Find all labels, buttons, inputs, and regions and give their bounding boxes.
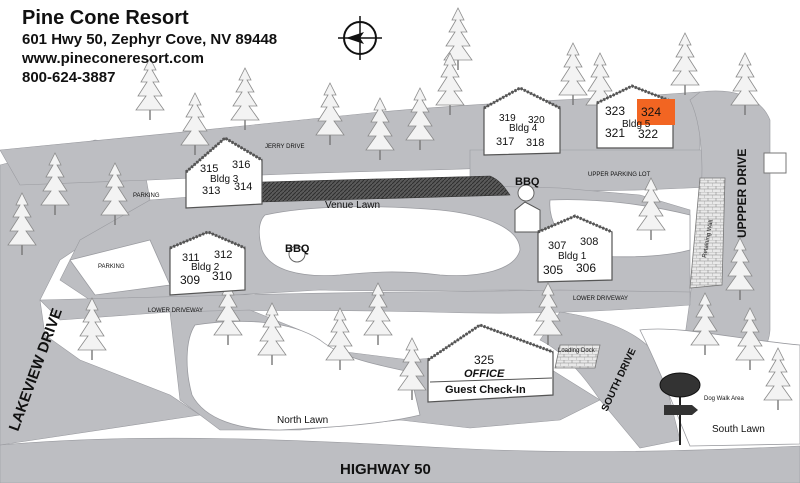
unit-322: 322 xyxy=(638,127,658,141)
resort-phone[interactable]: 800-624-3887 xyxy=(22,69,116,86)
unit-320: 320 xyxy=(528,115,545,126)
upper-parking-lot-label: UPPER PARKING LOT xyxy=(588,172,651,178)
bbq-icon xyxy=(517,184,535,202)
dog-walk-area-label: Dog Walk Area xyxy=(704,396,744,402)
bldg4-label: Bldg 4 xyxy=(509,123,538,134)
unit-309: 309 xyxy=(180,273,200,287)
north-lawn-island xyxy=(186,320,421,431)
highway-50-road xyxy=(0,437,800,483)
jerry-drive-label: JERRY DRIVE xyxy=(265,144,304,150)
bbq-icon xyxy=(288,245,306,263)
office-subtitle: Guest Check-In xyxy=(445,384,526,396)
unit-310: 310 xyxy=(212,269,232,283)
unit-311: 311 xyxy=(182,252,200,264)
highlighted-unit-324[interactable] xyxy=(637,99,675,125)
unit-321: 321 xyxy=(605,126,625,140)
unit-305: 305 xyxy=(543,263,563,277)
bbq-label-upper: BBQ xyxy=(515,176,540,188)
resort-sign-icon xyxy=(659,372,701,445)
venue-shed xyxy=(514,201,541,233)
unit-323: 323 xyxy=(605,104,625,118)
venue-lawn-island xyxy=(258,206,521,276)
building-3-labels: 315 316 Bldg 3 313 314 xyxy=(200,159,252,197)
office-labels: 325 OFFICE Guest Check-In xyxy=(445,353,526,396)
bldg3-label: Bldg 3 xyxy=(210,174,239,185)
unit-314: 314 xyxy=(234,181,252,193)
bldg5-label: Bldg 5 xyxy=(622,119,651,130)
bbq-label-lower: BBQ xyxy=(285,243,310,255)
lower-driveway-label-left: LOWER DRIVEWAY xyxy=(148,308,203,314)
office-title: OFFICE xyxy=(464,368,505,380)
resort-name: Pine Cone Resort xyxy=(22,7,189,29)
loading-dock xyxy=(554,344,601,369)
lower-driveway-label-right: LOWER DRIVEWAY xyxy=(573,296,628,302)
venue-lawn-label: Venue Lawn xyxy=(325,200,380,211)
parking-label-lower: PARKING xyxy=(98,264,125,270)
upper-drive-label: UPPPER DRIVE xyxy=(735,149,749,238)
building-3[interactable] xyxy=(185,136,263,209)
unit-313: 313 xyxy=(202,185,220,197)
unit-312: 312 xyxy=(214,249,232,261)
office-building[interactable] xyxy=(427,323,554,403)
resort-address: 601 Hwy 50, Zephyr Cove, NV 89448 xyxy=(22,31,278,48)
retaining-wall xyxy=(689,177,726,289)
loading-dock-label: Loading Dock xyxy=(558,348,596,354)
building-2-labels: 311 312 Bldg 2 309 310 xyxy=(180,249,232,287)
utility-box xyxy=(763,152,787,174)
highway-50-label: HIGHWAY 50 xyxy=(340,461,431,478)
unit-316: 316 xyxy=(232,159,250,171)
unit-318: 318 xyxy=(526,137,544,149)
north-lawn-label: North Lawn xyxy=(277,415,328,426)
parking-label-upper: PARKING xyxy=(133,193,160,199)
lawn-areas xyxy=(69,199,800,447)
building-1[interactable] xyxy=(537,214,613,283)
lower-driveway-road xyxy=(39,289,691,321)
unit-315: 315 xyxy=(200,163,218,175)
bldg1-label: Bldg 1 xyxy=(558,251,587,262)
unit-307: 307 xyxy=(548,240,566,252)
venue-lawn-walkway xyxy=(261,175,511,203)
south-lawn-label: South Lawn xyxy=(712,424,765,435)
unit-319: 319 xyxy=(499,113,516,124)
unit-306: 306 xyxy=(576,261,596,275)
bldg2-label: Bldg 2 xyxy=(191,262,220,273)
unit-317: 317 xyxy=(496,136,514,148)
building-5-labels: 323 324 Bldg 5 321 322 xyxy=(605,104,661,141)
building-4[interactable] xyxy=(483,86,561,156)
building-4-labels: 319 320 Bldg 4 317 318 xyxy=(496,113,545,149)
building-2[interactable] xyxy=(169,230,246,296)
building-5[interactable] xyxy=(596,84,675,149)
resort-website[interactable]: www.pineconeresort.com xyxy=(22,50,204,67)
office-number: 325 xyxy=(474,353,494,367)
resort-header: Pine Cone Resort 601 Hwy 50, Zephyr Cove… xyxy=(22,6,277,87)
building-1-labels: 307 308 Bldg 1 305 306 xyxy=(543,236,598,277)
unit-324: 324 xyxy=(641,105,661,119)
compass-icon xyxy=(338,16,382,60)
unit-308: 308 xyxy=(580,236,598,248)
